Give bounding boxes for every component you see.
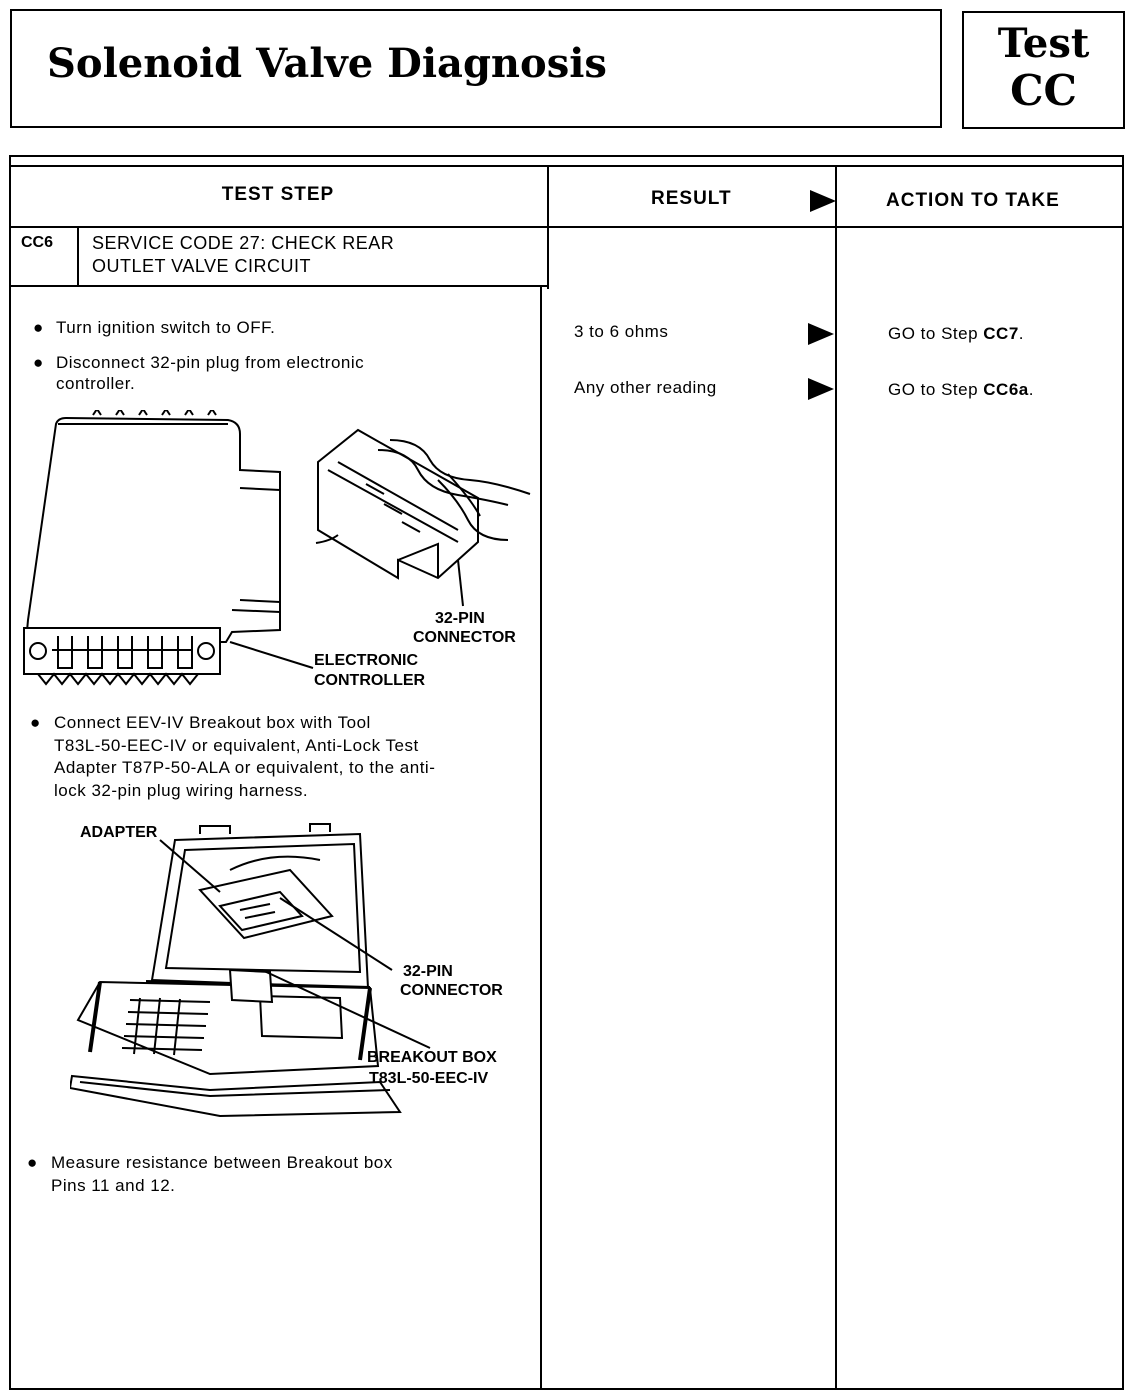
bullet-icon: ●: [33, 318, 44, 337]
figure2-adapter-label: ADAPTER: [80, 824, 158, 841]
step-title-line1: SERVICE CODE 27: CHECK REAR: [92, 233, 395, 253]
instruction-measure-line2: Pins 11 and 12.: [51, 1176, 176, 1195]
action-suffix: .: [1028, 380, 1034, 399]
result-value: Any other reading: [574, 378, 717, 397]
figure1-connector-label-line1: 32-PIN: [435, 610, 485, 627]
top-border-inner: [9, 165, 1124, 167]
column-header-result: RESULT: [651, 188, 732, 209]
result-arrow-icon: [808, 378, 834, 400]
controller-connector-illustration: [23, 410, 531, 686]
instruction-ignition-off: Turn ignition switch to OFF.: [56, 318, 276, 337]
figure2-connector-label-line2: CONNECTOR: [400, 982, 503, 999]
action-text: GO to Step CC7.: [888, 324, 1024, 344]
figure2-breakout-label-line2: T83L-50-EEC-IV: [369, 1070, 489, 1087]
figure1-connector-label-line2: CONNECTOR: [413, 629, 516, 646]
step-code-divider: [77, 228, 79, 286]
step-title-line2: OUTLET VALVE CIRCUIT: [92, 256, 312, 276]
breakout-box-illustration: [70, 823, 431, 1118]
action-suffix: .: [1018, 324, 1025, 343]
instruction-measure-line1: Measure resistance between Breakout box: [51, 1153, 393, 1172]
figure1-controller-label-line1: ELECTRONIC: [314, 652, 418, 669]
action-prefix: GO to Step: [888, 324, 984, 343]
instruction-connect-line1: Connect EEV-IV Breakout box with Tool: [54, 713, 371, 732]
step-code: CC6: [21, 234, 54, 251]
result-value: 3 to 6 ohms: [574, 322, 669, 341]
bullet-icon: ●: [30, 713, 41, 732]
test-table: [9, 155, 1124, 1390]
test-code: CC: [1010, 66, 1077, 115]
column-header-test-step: TEST STEP: [221, 184, 335, 205]
instruction-connect-line3: Adapter T87P-50-ALA or equivalent, to th…: [54, 758, 436, 777]
action-step-link[interactable]: CC6a: [983, 380, 1029, 399]
figure2-breakout-label-line1: BREAKOUT BOX: [367, 1049, 497, 1066]
instruction-connect-line4: lock 32-pin plug wiring harness.: [54, 781, 309, 800]
instruction-disconnect-line2: controller.: [56, 374, 136, 393]
header-row-divider: [9, 226, 1124, 228]
divider-test-result-lower: [540, 287, 542, 1390]
title-box: [10, 9, 942, 128]
action-text: GO to Step CC6a.: [888, 380, 1034, 400]
instruction-disconnect-line1: Disconnect 32-pin plug from electronic: [56, 353, 365, 372]
figure2-connector-label-line1: 32-PIN: [403, 963, 453, 980]
step-title-divider: [9, 285, 549, 287]
divider-result-action: [835, 165, 837, 1390]
action-prefix: GO to Step: [888, 380, 984, 399]
action-step-link[interactable]: CC7: [983, 324, 1019, 343]
test-label: Test: [997, 20, 1090, 67]
test-id-box: [962, 11, 1125, 129]
page-title: Solenoid Valve Diagnosis: [47, 40, 607, 87]
bullet-icon: ●: [27, 1153, 38, 1172]
figure1-controller-label-line2: CONTROLLER: [314, 672, 426, 689]
column-header-action: ACTION TO TAKE: [886, 190, 1060, 211]
result-arrow-icon: [808, 323, 834, 345]
bullet-icon: ●: [33, 353, 44, 372]
instruction-connect-line2: T83L-50-EEC-IV or equivalent, Anti-Lock …: [54, 736, 419, 755]
header-arrow-icon: [810, 190, 836, 212]
